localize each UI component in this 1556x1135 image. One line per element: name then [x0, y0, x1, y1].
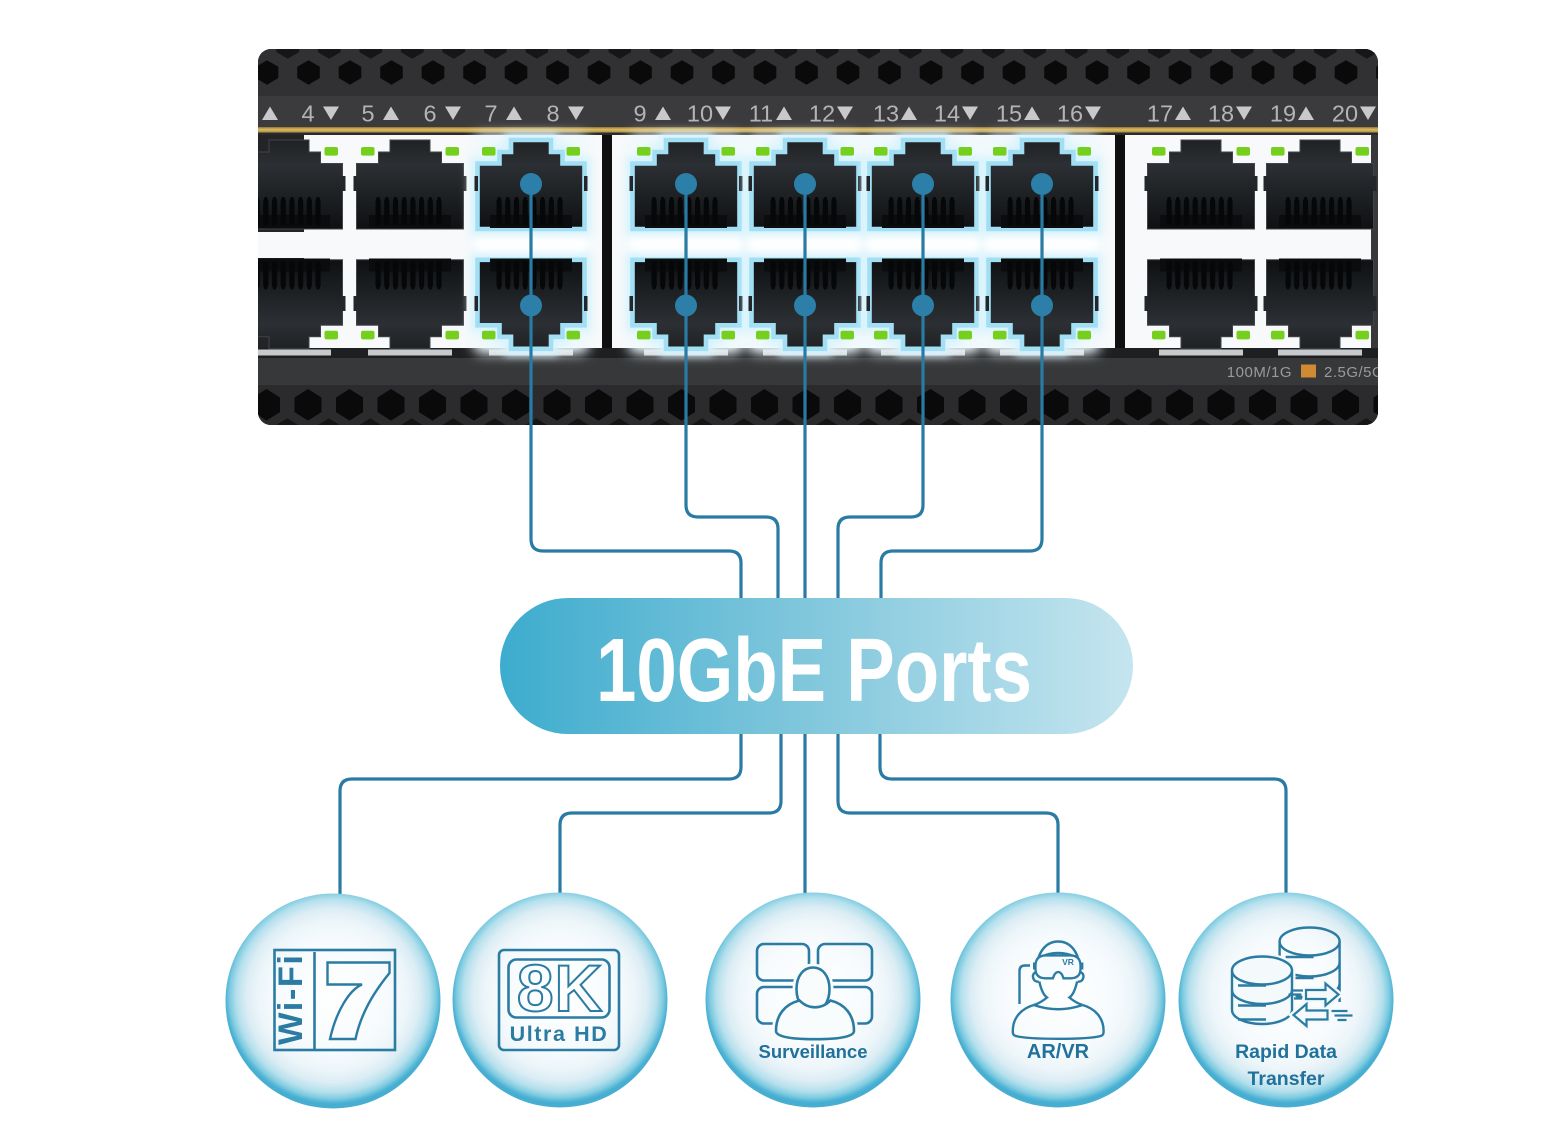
svg-text:20: 20 — [1332, 101, 1358, 127]
svg-text:5: 5 — [361, 101, 374, 127]
svg-text:6: 6 — [423, 101, 436, 127]
svg-text:8: 8 — [546, 101, 559, 127]
svg-text:15: 15 — [996, 101, 1022, 127]
svg-text:17: 17 — [1147, 101, 1173, 127]
svg-text:Transfer: Transfer — [1248, 1068, 1325, 1090]
svg-text:13: 13 — [873, 101, 899, 127]
svg-text:100M/1G: 100M/1G — [1227, 364, 1292, 381]
svg-text:Rapid Data: Rapid Data — [1235, 1041, 1337, 1063]
svg-text:18: 18 — [1208, 101, 1234, 127]
svg-text:AR/VR: AR/VR — [1027, 1041, 1090, 1063]
svg-text:12: 12 — [809, 101, 835, 127]
svg-text:14: 14 — [934, 101, 960, 127]
svg-text:16: 16 — [1057, 101, 1083, 127]
svg-text:Wi-Fi: Wi-Fi — [272, 954, 310, 1046]
svg-text:11: 11 — [749, 101, 773, 127]
svg-text:Ultra HD: Ultra HD — [510, 1022, 609, 1046]
svg-text:10: 10 — [687, 101, 713, 127]
svg-text:4: 4 — [301, 101, 314, 127]
svg-text:19: 19 — [1270, 101, 1296, 127]
svg-text:7: 7 — [484, 101, 497, 127]
svg-text:8K: 8K — [517, 951, 603, 1025]
svg-text:Surveillance: Surveillance — [758, 1041, 867, 1062]
svg-text:VR: VR — [1062, 957, 1074, 967]
svg-text:10GbE Ports: 10GbE Ports — [596, 621, 1032, 721]
svg-text:2.5G/5G: 2.5G/5G — [1324, 364, 1384, 381]
svg-text:9: 9 — [633, 101, 646, 127]
